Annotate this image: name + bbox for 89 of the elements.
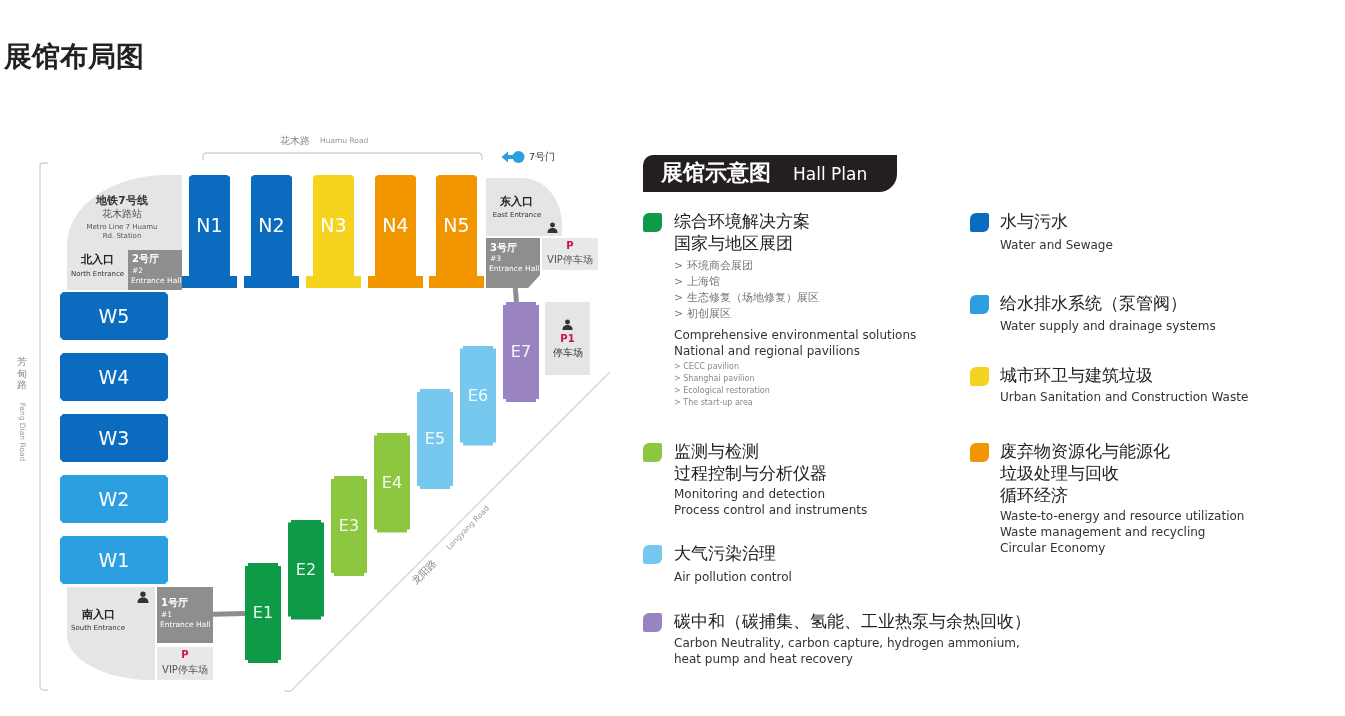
hall-label: W5 (98, 305, 130, 327)
entrance-plaza (67, 175, 182, 290)
corridor-line (212, 610, 246, 617)
gate-label: 7号门 (529, 151, 556, 164)
legend-sub-item: > CECC pavilion (674, 362, 739, 373)
legend-label: 大气污染治理 (674, 542, 776, 564)
station-label: 地铁7号线 (95, 194, 149, 207)
exhibition-hall (429, 175, 484, 288)
page-title: 展馆布局图 (4, 39, 144, 75)
entrance-hall-box (486, 238, 540, 288)
station-label: 花木路站 (101, 208, 143, 220)
entrance-plaza (67, 587, 155, 680)
exhibition-hall (374, 432, 410, 533)
legend-heading: Hall Plan (793, 163, 868, 186)
hall-label: E1 (252, 604, 274, 622)
hall-name: 3号厅 (490, 242, 517, 254)
parking-sign: P1 (560, 333, 575, 344)
legend-sub-item: > Shanghai pavilion (674, 374, 755, 385)
legend-caption: Water and Sewage (1000, 238, 1113, 254)
road-name: 芳甸路 (17, 356, 27, 391)
hall-label: W1 (98, 549, 130, 571)
hall-label: E2 (295, 560, 317, 579)
legend-caption: Waste-to-energy and resource utilization (1000, 509, 1245, 525)
exhibition-hall (417, 389, 453, 489)
legend-caption: Air pollution control (674, 570, 792, 586)
entrance-plaza (486, 178, 562, 236)
legend-label: 废弃物资源化与能源化垃圾处理与回收循环经济 (1000, 440, 1171, 506)
parking-label: VIP停车场 (161, 664, 209, 676)
hall-label: E5 (424, 430, 446, 448)
entrance-label: 北入口 (80, 254, 115, 267)
exhibition-hall (182, 175, 237, 288)
legend-caption: Process control and instruments (674, 503, 868, 519)
hall-label: E4 (381, 473, 403, 492)
hall-label: W3 (98, 427, 130, 449)
legend-sub-item: > 上海馆 (674, 275, 720, 290)
legend-caption: Carbon Neutrality, carbon capture, hydrogen ammonium, heat pump and heat recovery (674, 636, 1021, 668)
hall-label: N3 (320, 215, 347, 236)
legend-label: 水与污水 (1000, 210, 1068, 232)
legend-sub-item: > 生态修复（场地修复）展区 (674, 291, 819, 306)
hall-name: 2号厅 (132, 253, 159, 265)
parking-strip (545, 302, 590, 375)
hall-name: 1号厅 (161, 597, 188, 609)
exhibition-hall (60, 292, 168, 340)
hall-label: W2 (98, 488, 130, 510)
legend-label: 碳中和（碳捕集、氢能、工业热泵与余热回收） (674, 610, 1031, 632)
road-name: 花木路 (280, 134, 310, 147)
legend-sub-item: > 环境商会展团 (674, 259, 753, 274)
legend-heading: 展馆示意图 (661, 159, 771, 187)
exhibition-hall (331, 476, 367, 576)
legend-caption: Circular Economy (1000, 541, 1106, 557)
exhibition-hall (60, 414, 168, 462)
legend-caption: National and regional pavilions (674, 344, 860, 360)
parking-sign: P (565, 240, 575, 252)
corridor-line (512, 287, 519, 303)
exhibition-hall (503, 302, 539, 402)
exhibition-hall (245, 563, 281, 663)
legend-sub-item: > Ecological restoration (674, 386, 770, 397)
legend-label: 综合环境解决方案国家与地区展团 (674, 210, 811, 254)
hall-label: N5 (443, 215, 470, 236)
legend-caption: Water supply and drainage systems (1000, 319, 1216, 335)
legend-caption: Waste management and recycling (1000, 525, 1206, 541)
exhibition-hall (60, 475, 168, 523)
legend-label: 给水排水系统（泵管阀） (1000, 292, 1187, 314)
exhibition-hall (60, 536, 168, 584)
legend-caption: Urban Sanitation and Construction Waste (1000, 390, 1249, 406)
entrance-label: 南入口 (80, 609, 116, 622)
road-name: 龙阳路 (408, 556, 440, 588)
hall-label: N1 (196, 215, 223, 236)
hall-label: E6 (467, 386, 489, 405)
entrance-hall-box (157, 587, 213, 643)
parking-sign: P (180, 649, 190, 661)
hall-label: E7 (510, 343, 532, 361)
legend-sub-item: > The start-up area (674, 398, 753, 409)
entrance-label: 东入口 (498, 196, 534, 209)
entrance-hall-box (128, 250, 182, 290)
parking-label: VIP停车场 (546, 254, 594, 266)
legend-sub-item: > 初创展区 (674, 307, 731, 322)
hall-label: N4 (382, 215, 409, 236)
legend-caption: Monitoring and detection (674, 487, 826, 503)
parking-label: 停车场 (552, 347, 583, 358)
hall-label: E3 (338, 517, 360, 535)
legend-label: 监测与检测过程控制与分析仪器 (674, 440, 828, 484)
hall-label: W4 (98, 366, 130, 388)
exhibition-hall (288, 519, 324, 620)
legend-label: 城市环卫与建筑垃圾 (1000, 364, 1153, 386)
exhibition-hall (460, 345, 496, 446)
legend-caption: Comprehensive environmental solutions (674, 328, 917, 344)
hall-label: N2 (258, 215, 285, 236)
exhibition-hall (60, 353, 168, 401)
